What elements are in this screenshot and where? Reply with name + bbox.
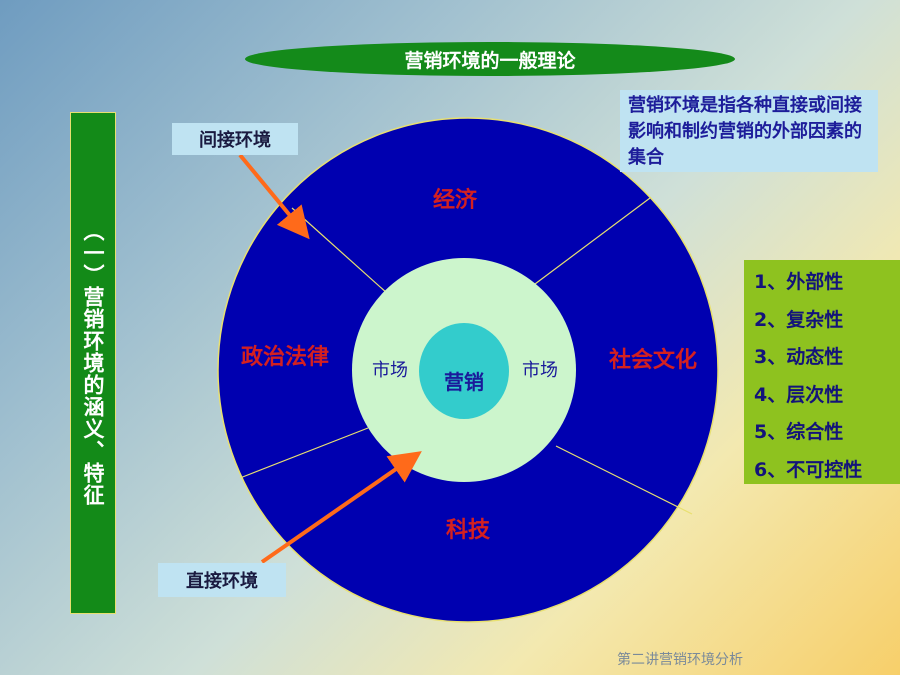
divider-bottom-right	[555, 445, 693, 515]
direct-arrow	[260, 451, 422, 564]
inner-circle	[419, 323, 509, 419]
feature-item: 4、层次性	[754, 383, 844, 406]
divider-bottom-left	[239, 427, 369, 479]
direct-environment-text: 直接环境	[186, 571, 258, 592]
definition-box: 营销环境是指各种直接或间接影响和制约营销的外部因素的集合	[620, 90, 878, 172]
market-left-label: 市场	[372, 360, 408, 381]
feature-item: 3、动态性	[754, 346, 844, 368]
title-banner: 营销环境的一般理论	[245, 42, 735, 76]
center-marketing-label: 营销	[444, 370, 484, 394]
segment-society-culture: 社会文化	[609, 347, 697, 373]
feature-item: 5、综合性	[754, 421, 844, 443]
direct-environment-box: 直接环境	[158, 563, 286, 597]
feature-item: 6、不可控性	[754, 458, 863, 481]
divider-top-right	[534, 197, 651, 285]
indirect-environment-text: 间接环境	[199, 130, 271, 151]
side-title-bar: （一）营销环境的涵义、特征	[70, 112, 116, 614]
segment-politics-law: 政治法律	[241, 344, 329, 370]
segment-technology: 科技	[446, 518, 491, 543]
side-title-text: （一）营销环境的涵义、特征	[81, 220, 105, 506]
indirect-arrow	[238, 153, 310, 240]
features-list: 1、外部性 2、复杂性 3、动态性 4、层次性 5、综合性 6、不可控性	[744, 260, 900, 484]
footer-text: 第二讲营销环境分析	[617, 652, 743, 668]
indirect-environment-box: 间接环境	[172, 123, 298, 155]
market-right-label: 市场	[522, 360, 558, 381]
title-text: 营销环境的一般理论	[404, 49, 576, 72]
definition-text: 营销环境是指各种直接或间接影响和制约营销的外部因素的集合	[628, 95, 862, 168]
segment-economy: 经济	[433, 187, 478, 213]
feature-item: 2、复杂性	[754, 308, 844, 331]
feature-item: 1、外部性	[754, 271, 844, 293]
